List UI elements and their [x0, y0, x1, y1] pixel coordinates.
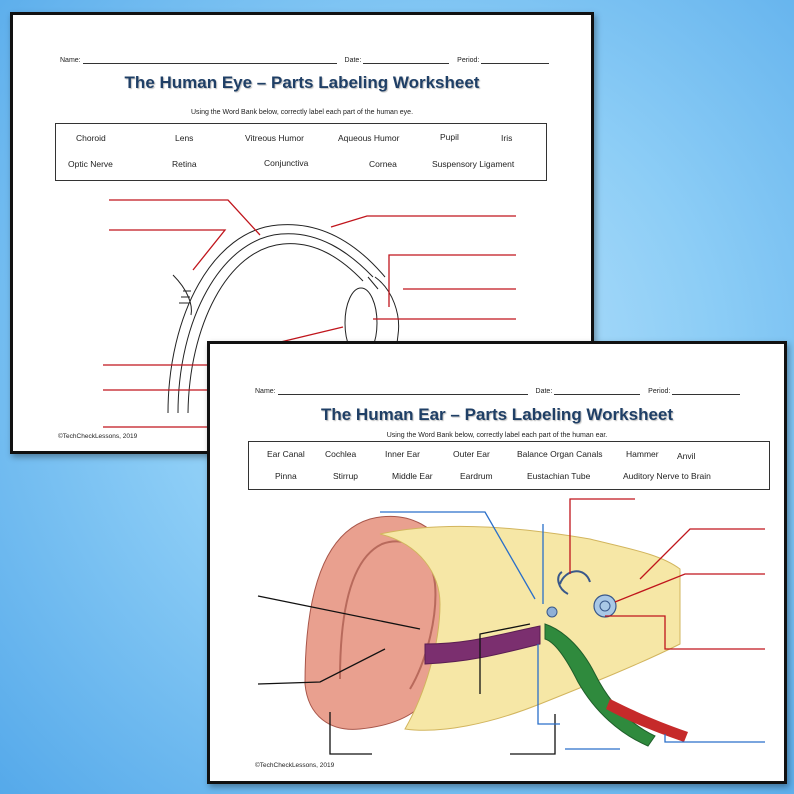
- eye-header-fields: Name: Date: Period:: [60, 57, 555, 64]
- ear-label-line[interactable]: [479, 623, 531, 694]
- eye-word: Suspensory Ligament: [432, 159, 515, 169]
- eye-label-line[interactable]: [109, 199, 261, 236]
- eye-label-line[interactable]: [388, 254, 516, 307]
- ear-date-label: Date:: [535, 388, 553, 395]
- eye-retina-outline: [187, 243, 364, 414]
- eye-name-label: Name:: [60, 57, 81, 64]
- ear-word: Eardrum: [460, 471, 493, 481]
- ear-word: Outer Ear: [453, 449, 490, 459]
- ear-word: Balance Organ Canals: [517, 449, 603, 459]
- ear-instructions: Using the Word Bank below, correctly lab…: [386, 432, 608, 439]
- eye-word: Retina: [172, 159, 197, 169]
- eye-word: Cornea: [369, 159, 397, 169]
- ear-word: Ear Canal: [267, 449, 305, 459]
- ear-word: Pinna: [275, 471, 297, 481]
- eye-word: Lens: [175, 133, 194, 143]
- ear-worksheet: Name: Date: Period: The Human Ear – Part…: [207, 341, 787, 784]
- ear-word: Anvil: [677, 451, 696, 461]
- ear-word: Inner Ear: [385, 449, 420, 459]
- ear-word: Stirrup: [333, 471, 359, 481]
- ear-label-line[interactable]: [537, 644, 560, 725]
- ear-label-line[interactable]: [614, 573, 765, 603]
- ear-label-line[interactable]: [380, 511, 536, 600]
- ear-label-line[interactable]: [569, 498, 635, 574]
- ear-date-line[interactable]: [554, 388, 641, 395]
- ossicles-shape: [546, 606, 558, 618]
- ear-label-line[interactable]: [510, 714, 556, 755]
- eye-period-label: Period:: [457, 57, 480, 64]
- eye-period-line[interactable]: [481, 57, 550, 64]
- eye-word: Aqueous Humor: [338, 133, 400, 143]
- ear-word: Middle Ear: [392, 471, 433, 481]
- eye-optic-nerve-edge: [172, 274, 192, 316]
- ear-label-line[interactable]: [257, 595, 421, 630]
- ear-diagram: [257, 498, 765, 755]
- ear-label-line[interactable]: [639, 528, 765, 580]
- eye-word: Pupil: [440, 132, 459, 142]
- eye-word: Vitreous Humor: [245, 133, 304, 143]
- eustachian-tube-shape: [544, 623, 656, 747]
- ear-name-line[interactable]: [277, 388, 528, 395]
- eye-optic-nerve-fibers: [179, 290, 191, 304]
- blood-vessel-shape: [606, 699, 688, 742]
- eye-title: The Human Eye – Parts Labeling Worksheet: [124, 73, 480, 92]
- ear-label-line[interactable]: [257, 648, 386, 685]
- eye-copyright: ©TechCheckLessons, 2019: [58, 433, 138, 440]
- eye-label-line[interactable]: [330, 215, 516, 228]
- eye-date-label: Date:: [344, 57, 362, 64]
- eye-sclera-outline: [167, 224, 386, 414]
- eye-word: Iris: [501, 133, 513, 143]
- eye-label-line[interactable]: [109, 229, 227, 271]
- ear-copyright: ©TechCheckLessons, 2019: [255, 762, 335, 769]
- ear-label-line[interactable]: [605, 615, 765, 650]
- semicircular-canals-shape: [557, 570, 591, 595]
- ear-label-line[interactable]: [329, 712, 372, 755]
- ear-label-line[interactable]: [664, 734, 765, 743]
- ear-header-fields: Name: Date: Period:: [255, 388, 746, 395]
- cochlea-spiral: [599, 600, 611, 612]
- ear-name-label: Name:: [255, 388, 276, 395]
- ear-canal-shape: [424, 625, 541, 665]
- ear-word: Cochlea: [325, 449, 357, 459]
- ear-word: Eustachian Tube: [527, 471, 591, 481]
- eye-name-line[interactable]: [82, 57, 337, 64]
- ear-title: The Human Ear – Parts Labeling Worksheet: [320, 405, 674, 424]
- ear-word: Hammer: [626, 449, 659, 459]
- eye-word: Choroid: [76, 133, 106, 143]
- eye-date-line[interactable]: [363, 57, 450, 64]
- eye-word: Optic Nerve: [68, 159, 113, 169]
- eye-instructions: Using the Word Bank below, correctly lab…: [190, 109, 414, 116]
- eye-choroid-outline: [177, 233, 374, 414]
- eye-word-bank: Choroid Lens Vitreous Humor Aqueous Humo…: [55, 123, 547, 181]
- ear-word-bank: Ear Canal Cochlea Inner Ear Outer Ear Ba…: [248, 441, 770, 490]
- ear-period-line[interactable]: [672, 388, 741, 395]
- eye-word: Conjunctiva: [264, 158, 309, 168]
- ear-word: Auditory Nerve to Brain: [623, 471, 711, 481]
- cochlea-shape: [593, 594, 617, 618]
- ear-period-label: Period:: [648, 388, 671, 395]
